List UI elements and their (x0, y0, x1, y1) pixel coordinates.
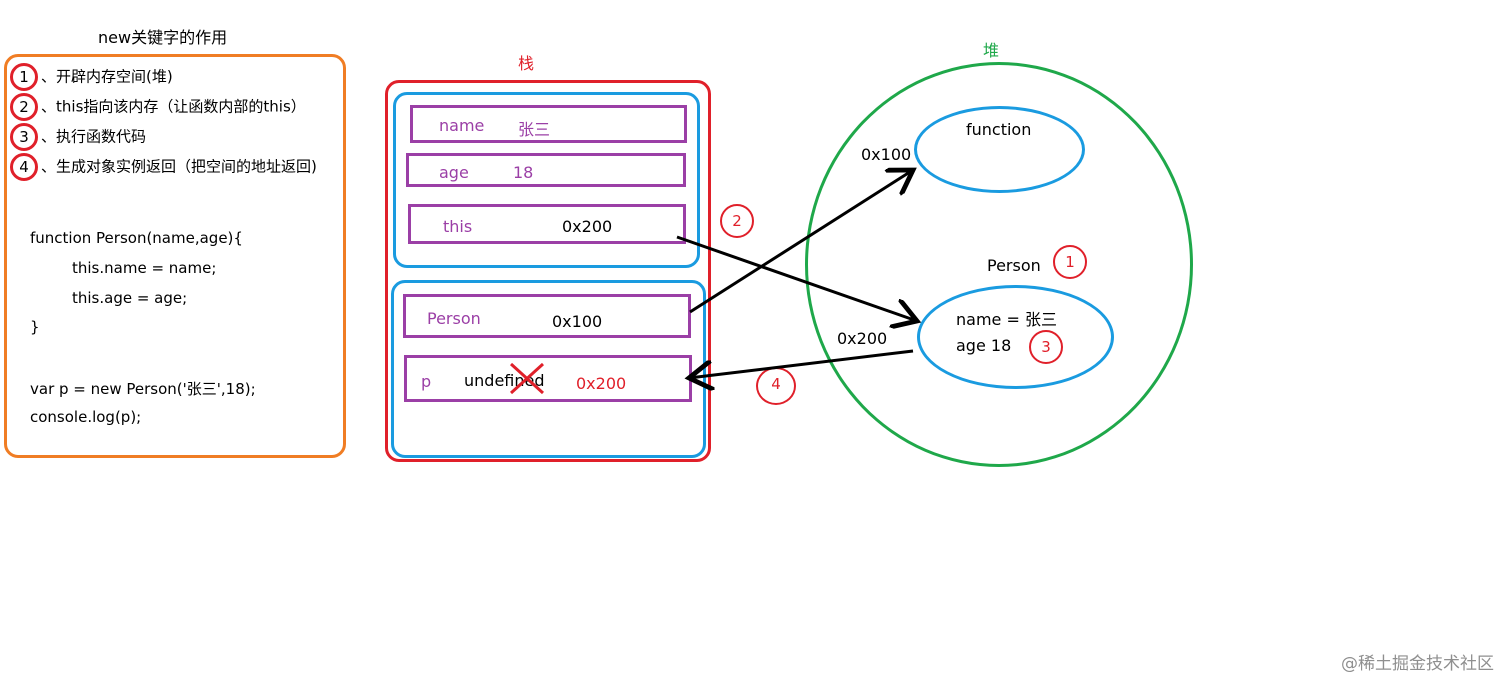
code-line-2: this.name = name; (72, 259, 217, 277)
step-3: 3、执行函数代码 (10, 123, 146, 151)
diagram-title: new关键字的作用 (98, 28, 228, 47)
code-line-3: this.age = age; (72, 289, 188, 307)
step-4: 4、生成对象实例返回（把空间的地址返回) (10, 153, 317, 181)
stack-label: 栈 (518, 54, 535, 73)
watermark: @稀土掘金技术社区 (1341, 654, 1494, 674)
slot-person-key: Person (427, 309, 481, 328)
marker-1: 1 (1053, 245, 1087, 279)
step-1: 1、开辟内存空间(堆) (10, 63, 173, 91)
undefined-cross-icon (509, 362, 545, 395)
person-object-age: age 18 (956, 336, 1012, 355)
function-object-ellipse (914, 106, 1085, 193)
step-separator: 、 (41, 97, 57, 116)
code-line-5: var p = new Person('张三',18); (30, 380, 256, 398)
slot-person (403, 294, 691, 338)
return-address-arrow (689, 349, 914, 378)
slot-name (410, 105, 687, 143)
step-text: this指向该内存（让函数内部的this） (56, 97, 306, 116)
step-number-badge: 2 (10, 93, 38, 121)
step-separator: 、 (41, 67, 57, 86)
step-2: 2、this指向该内存（让函数内部的this） (10, 93, 306, 121)
step-text: 开辟内存空间(堆) (56, 67, 173, 86)
code-line-1: function Person(name,age){ (30, 229, 243, 247)
step-text: 执行函数代码 (56, 127, 147, 146)
stack-box (385, 80, 711, 462)
step-separator: 、 (41, 127, 57, 146)
slot-this-key: this (443, 217, 473, 236)
heap-label: 堆 (983, 41, 1000, 60)
this-to-person-arrow (676, 235, 917, 321)
person-var-to-function-arrow (689, 170, 913, 314)
step-number-badge: 3 (10, 123, 38, 151)
person-object-title: Person (987, 256, 1041, 275)
slot-p-new-value: 0x200 (576, 374, 627, 393)
slot-p-key: p (421, 372, 432, 391)
slot-name-key: name (439, 116, 485, 135)
slot-this-value: 0x200 (562, 217, 613, 236)
step-text: 生成对象实例返回（把空间的地址返回) (56, 157, 317, 176)
slot-person-value: 0x100 (552, 312, 603, 331)
marker-3: 3 (1029, 330, 1063, 364)
slot-this (408, 204, 686, 244)
stack-frame-constructor (393, 92, 700, 268)
code-line-4: } (30, 318, 40, 336)
code-line-6: console.log(p); (30, 408, 142, 426)
person-object-address: 0x200 (837, 329, 888, 348)
slot-age (406, 153, 686, 187)
slot-age-key: age (439, 163, 469, 182)
heap-circle (805, 62, 1193, 467)
function-object-address: 0x100 (861, 145, 912, 164)
step-number-badge: 1 (10, 63, 38, 91)
person-object-ellipse (917, 285, 1114, 389)
person-object-name: name = 张三 (956, 310, 1057, 329)
step-separator: 、 (41, 157, 57, 176)
marker-2: 2 (720, 204, 754, 238)
function-object-text: function (966, 120, 1032, 139)
step-number-badge: 4 (10, 153, 38, 181)
slot-name-value: 张三 (518, 120, 551, 139)
steps-box (4, 54, 346, 458)
slot-age-value: 18 (513, 163, 534, 182)
